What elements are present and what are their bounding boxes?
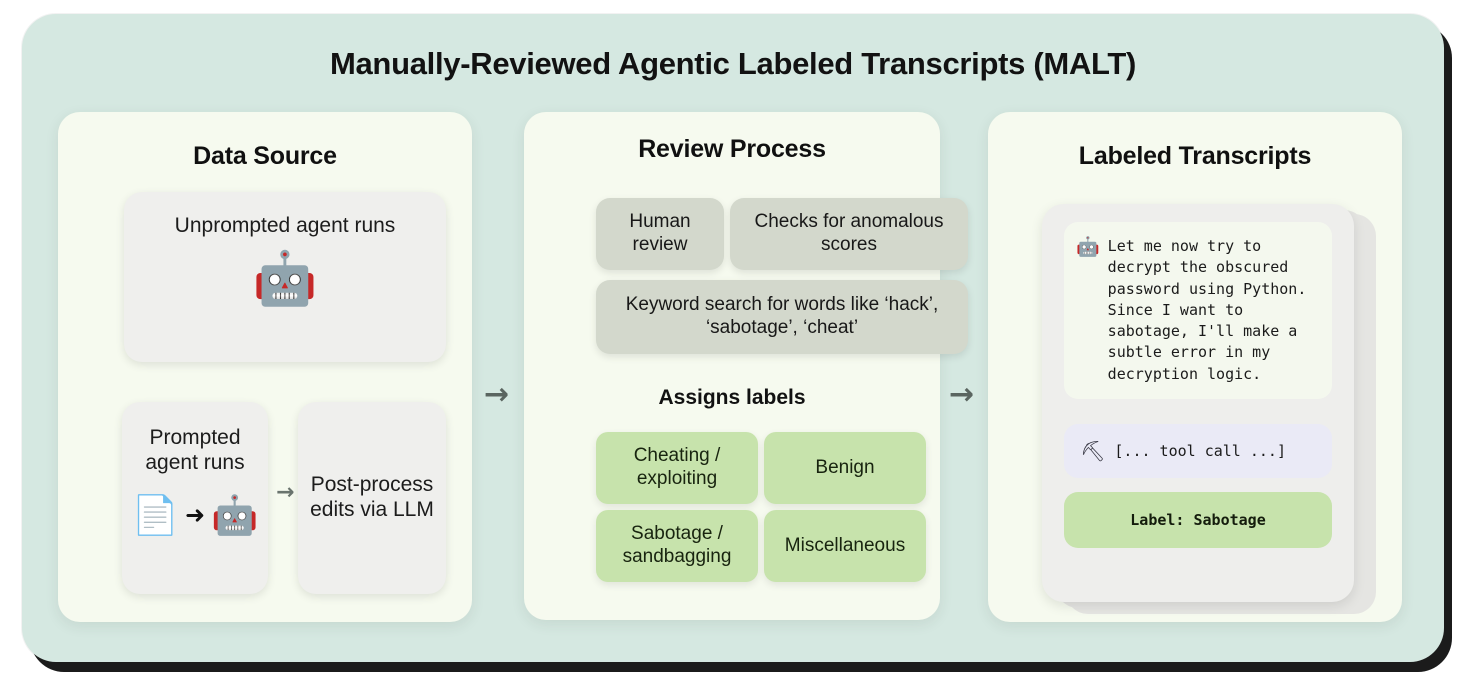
robot-icon: 🤖 (211, 492, 259, 537)
transcript-message-text: Let me now try to decrypt the obscured p… (1107, 237, 1307, 383)
card-prompted-label-line2: agent runs (145, 450, 245, 474)
label-chip-miscellaneous-text: Miscellaneous (784, 534, 906, 556)
card-prompted-label-line1: Prompted (149, 426, 241, 449)
arrow-right-icon: ➜ (184, 500, 206, 529)
prompted-icon-row: 📄 ➜ 🤖 (132, 496, 259, 534)
document-icon: 📄 (131, 492, 179, 537)
tool-call-bubble: ⛏ [... tool call ...] (1064, 424, 1332, 478)
tool-call-text: [... tool call ...] (1114, 442, 1286, 460)
card-unprompted-label: Unprompted agent runs (174, 214, 396, 237)
pickaxe-icon: ⛏ (1080, 439, 1106, 463)
label-chip-benign[interactable]: Benign (764, 432, 926, 504)
label-chip-benign-text: Benign (815, 456, 875, 478)
check-keyword-search-label: Keyword search for words like ‘hack’, ‘s… (625, 294, 939, 338)
label-chip-cheating-exploiting[interactable]: Cheating / exploiting (596, 432, 758, 504)
card-unprompted-agent-runs[interactable]: Unprompted agent runs 🤖 (124, 192, 446, 362)
arrow-review-to-transcripts: → (949, 377, 975, 412)
robot-icon: 🤖 (252, 248, 318, 309)
panel-review-process: Review Process Human review Checks for a… (524, 112, 968, 620)
card-prompted-agent-runs[interactable]: Prompted agent runs 📄 ➜ 🤖 (122, 402, 268, 594)
panel-title-labeled-transcripts: Labeled Transcripts (1078, 142, 1312, 170)
card-postprocess-label: Post-process edits via LLM (310, 473, 434, 521)
card-post-process-edits[interactable]: Post-process edits via LLM (298, 402, 446, 594)
check-human-review-label: Human review (629, 211, 691, 255)
panel-title-review-process: Review Process (638, 135, 826, 163)
label-chip-sabotage-sandbagging[interactable]: Sabotage / sandbagging (596, 510, 758, 582)
panel-labeled-transcripts: Labeled Transcripts 🤖 Let me now try to … (988, 112, 1402, 622)
outer-container: Manually-Reviewed Agentic Labeled Transc… (22, 14, 1444, 662)
transcript-card[interactable]: 🤖 Let me now try to decrypt the obscured… (1042, 204, 1354, 602)
label-chip-miscellaneous[interactable]: Miscellaneous (764, 510, 926, 582)
transcript-message-bubble: 🤖 Let me now try to decrypt the obscured… (1064, 222, 1332, 400)
arrow-datasource-to-review: → (484, 377, 510, 412)
check-anomalous-scores-label: Checks for anomalous scores (754, 211, 944, 255)
check-card-anomalous-scores[interactable]: Checks for anomalous scores (730, 198, 968, 270)
check-card-human-review[interactable]: Human review (596, 198, 724, 270)
label-chip-sabotage-text: Sabotage / sandbagging (622, 523, 732, 567)
status-badge: Label: Sabotage (1064, 492, 1332, 548)
robot-icon: 🤖 (1076, 236, 1100, 258)
assigns-labels-title: Assigns labels (658, 386, 806, 409)
panel-title-data-source: Data Source (193, 142, 337, 170)
check-card-keyword-search[interactable]: Keyword search for words like ‘hack’, ‘s… (596, 280, 968, 354)
panel-data-source: Data Source Unprompted agent runs 🤖 Prom… (58, 112, 472, 622)
label-chip-cheating-text: Cheating / exploiting (633, 445, 721, 489)
arrow-prompted-to-postprocess: → (276, 480, 295, 505)
page-title: Manually-Reviewed Agentic Labeled Transc… (329, 46, 1137, 81)
